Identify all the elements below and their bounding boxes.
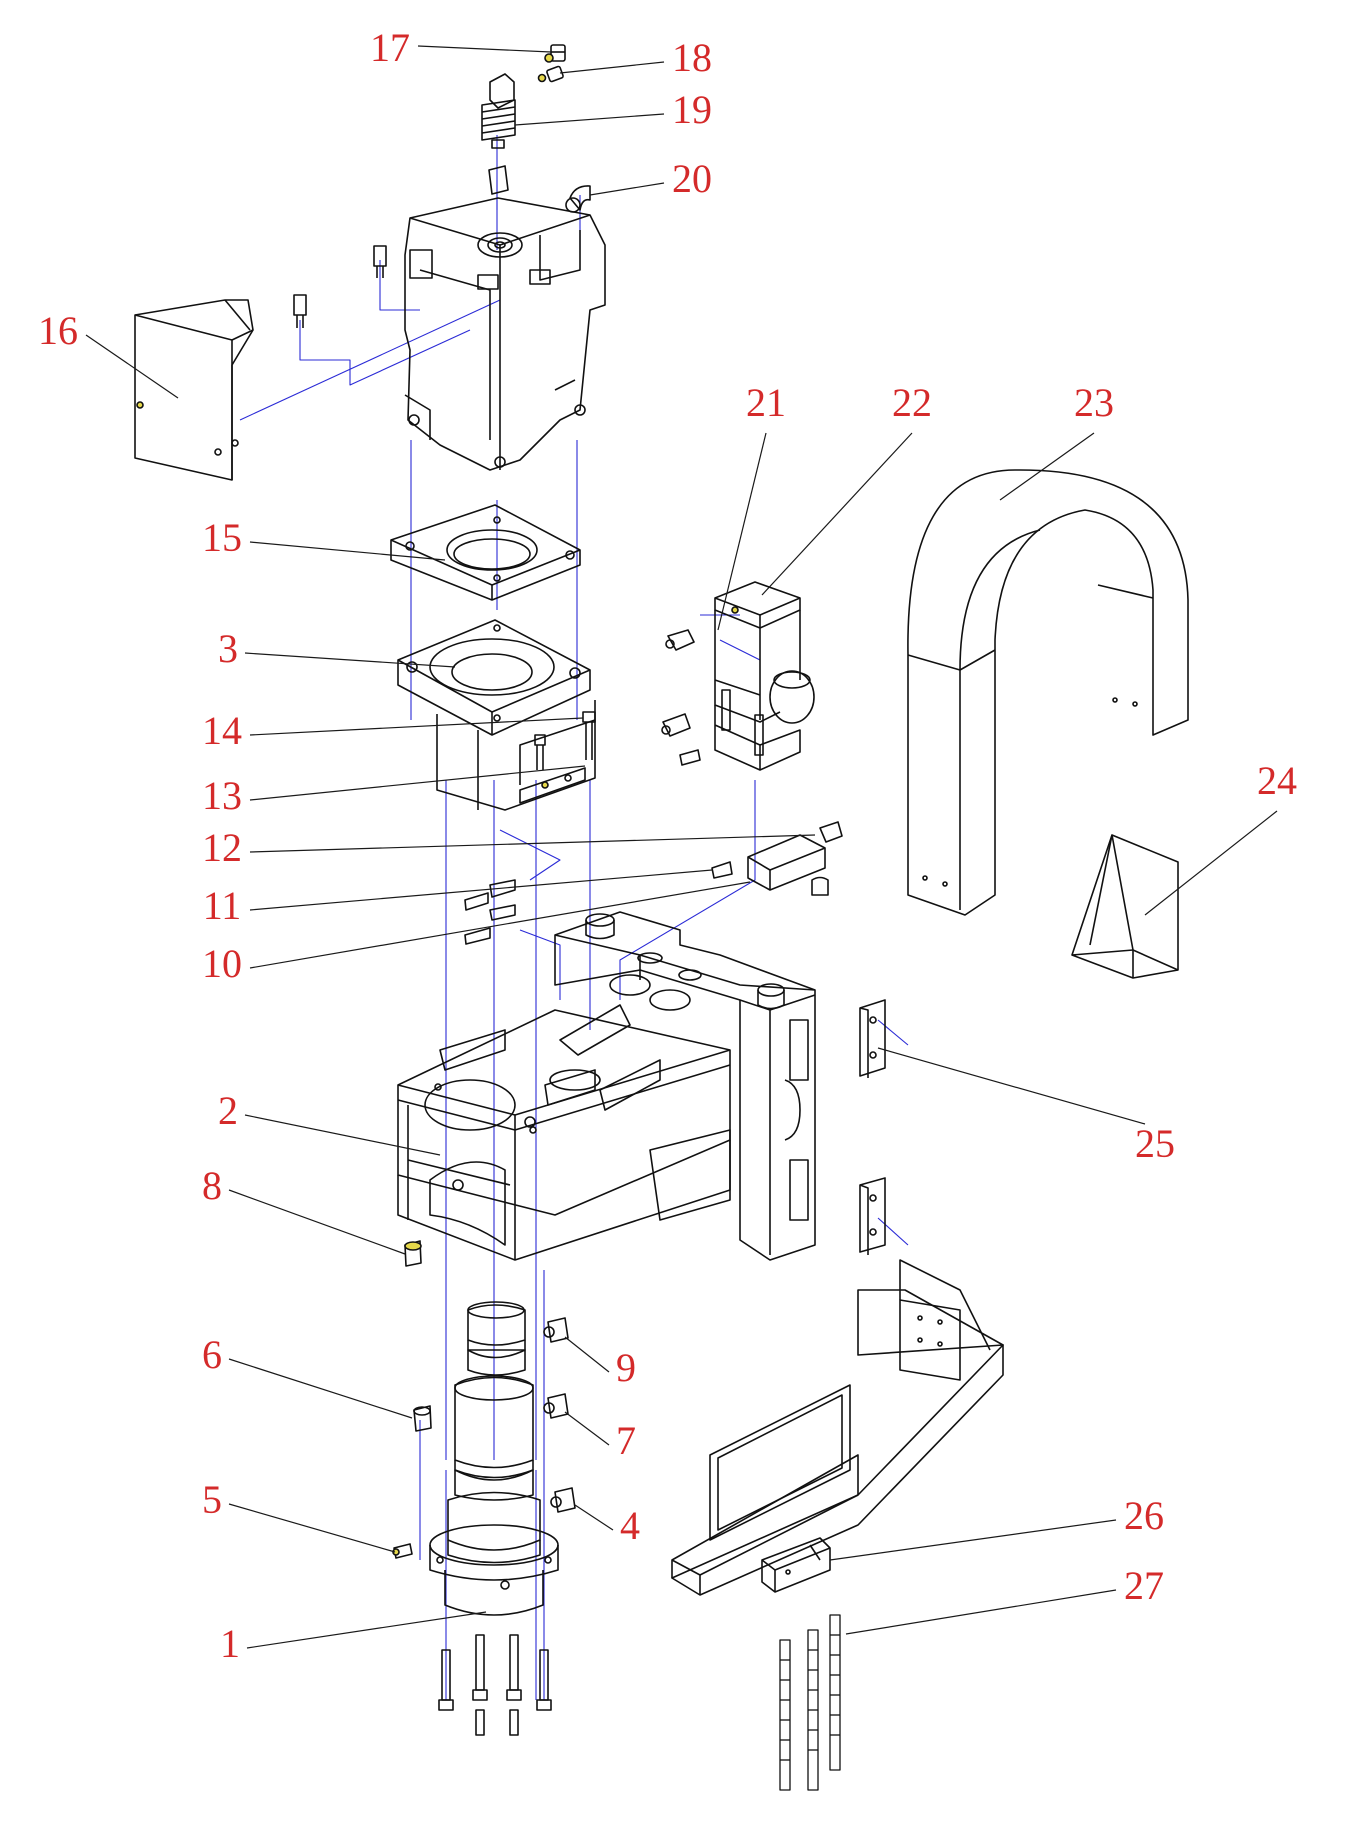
callout-label-6: 6 [202, 1332, 222, 1377]
part-16-cover [134, 299, 254, 481]
callout-label-12: 12 [202, 825, 242, 870]
part-24-wedge [1071, 834, 1179, 979]
centerlines [239, 135, 909, 1700]
callout-label-16: 16 [38, 308, 78, 353]
part-23-u-guard [907, 469, 1189, 916]
callout-label-7: 7 [616, 1418, 636, 1463]
callout-label-14: 14 [202, 708, 242, 753]
part-9-fitting [543, 1317, 569, 1343]
part-14-bolt [534, 711, 596, 770]
callout-label-3: 3 [218, 626, 238, 671]
leader-line-7 [564, 1411, 610, 1446]
callout-label-4: 4 [620, 1503, 640, 1548]
callout-label-26: 26 [1124, 1493, 1164, 1538]
leader-line-12 [249, 834, 816, 853]
callout-label-15: 15 [202, 515, 242, 560]
leader-line-10 [249, 881, 751, 969]
callout-label-18: 18 [672, 35, 712, 80]
callout-label-11: 11 [203, 883, 242, 928]
callout-label-2: 2 [218, 1088, 238, 1133]
part-11-screws [464, 879, 516, 945]
callout-label-23: 23 [1074, 380, 1114, 425]
base-frame [671, 1259, 1004, 1596]
leader-line-6 [228, 1358, 413, 1419]
leader-line-21 [717, 432, 767, 631]
leader-lines [85, 45, 1278, 1649]
part-2-frame [397, 1004, 731, 1261]
part-21-fittings [661, 629, 701, 766]
part-2-upright [554, 911, 816, 1261]
part-12-block [711, 821, 843, 896]
part-5-fitting [392, 1543, 413, 1559]
callout-label-27: 27 [1124, 1563, 1164, 1608]
leader-line-11 [249, 869, 713, 911]
callout-label-9: 9 [616, 1345, 636, 1390]
part-15-plate [390, 504, 581, 601]
leader-line-23 [999, 432, 1095, 501]
leader-line-8 [228, 1189, 406, 1255]
part-6-fitting [413, 1405, 432, 1432]
leader-line-9 [564, 1336, 610, 1373]
part-22-valve [714, 581, 815, 771]
callout-label-10: 10 [202, 941, 242, 986]
leader-line-5 [228, 1503, 396, 1553]
leader-line-19 [514, 113, 665, 126]
callout-label-22: 22 [892, 380, 932, 425]
leader-line-26 [829, 1519, 1117, 1561]
leader-line-25 [877, 1047, 1146, 1125]
part-8-fitting [404, 1240, 422, 1267]
spindle-stack [429, 1301, 559, 1616]
callout-label-8: 8 [202, 1163, 222, 1208]
callout-label-25: 25 [1135, 1121, 1175, 1166]
leader-line-17 [417, 45, 552, 53]
callout-label-17: 17 [370, 25, 410, 70]
part-27-coolant-hoses [779, 1614, 841, 1791]
leader-line-1 [246, 1611, 487, 1649]
leader-line-2 [244, 1114, 441, 1156]
housing-body [436, 700, 596, 811]
callout-label-19: 19 [672, 87, 712, 132]
leader-line-16 [85, 334, 179, 399]
callout-label-21: 21 [746, 380, 786, 425]
motor-screws [293, 245, 387, 328]
leader-line-22 [761, 432, 913, 596]
callout-label-13: 13 [202, 773, 242, 818]
part-18-fitting [537, 65, 564, 83]
part-26-block [761, 1537, 831, 1593]
callout-label-5: 5 [202, 1477, 222, 1522]
callout-label-24: 24 [1257, 758, 1297, 803]
leader-line-27 [845, 1589, 1117, 1635]
callout-label-1: 1 [220, 1621, 240, 1666]
part-19-pressure-gauge [481, 73, 516, 149]
leader-line-14 [249, 717, 584, 736]
part-17-fitting [544, 44, 566, 63]
leader-line-4 [574, 1504, 614, 1531]
leader-line-20 [589, 182, 665, 196]
part-3-flange [397, 619, 591, 736]
leader-line-18 [559, 61, 665, 74]
callout-label-20: 20 [672, 156, 712, 201]
part-4-fitting [550, 1487, 576, 1513]
motor-housing [404, 197, 606, 471]
leader-line-13 [249, 765, 586, 801]
leader-line-24 [1144, 810, 1278, 916]
part-7-fitting [543, 1393, 569, 1419]
leader-line-3 [244, 652, 456, 668]
part-1-bolts [438, 1634, 552, 1736]
part-25-plates [859, 999, 886, 1255]
leader-line-15 [249, 541, 446, 561]
